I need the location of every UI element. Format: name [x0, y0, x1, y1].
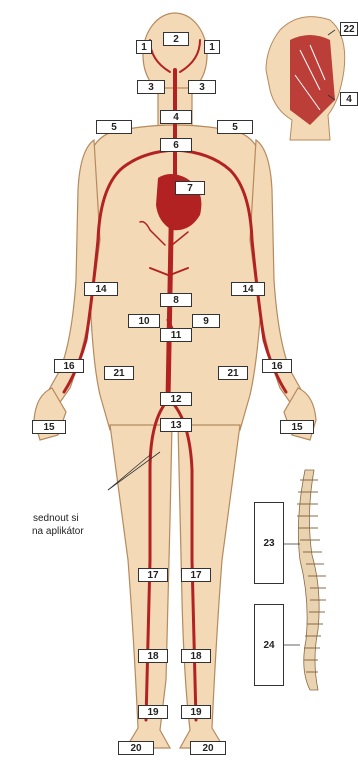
label-21-left: 21	[104, 366, 134, 380]
label-11: 11	[160, 328, 192, 342]
right-leg	[178, 425, 240, 748]
label-18-right: 18	[181, 649, 211, 663]
label-9: 9	[192, 314, 220, 328]
label-4-center: 4	[160, 110, 192, 124]
caption-line-2: na aplikátor	[32, 526, 84, 538]
label-23: 23	[254, 502, 284, 584]
label-4-side: 4	[340, 92, 358, 106]
label-13: 13	[160, 418, 192, 432]
label-12: 12	[160, 392, 192, 406]
label-22: 22	[340, 22, 358, 36]
label-1-left: 1	[136, 40, 152, 54]
label-24: 24	[254, 604, 284, 686]
label-5-left: 5	[96, 120, 132, 134]
label-14-right: 14	[231, 282, 265, 296]
spine	[297, 470, 326, 690]
label-21-right: 21	[218, 366, 248, 380]
label-3-right: 3	[188, 80, 216, 94]
label-5-right: 5	[217, 120, 253, 134]
label-8: 8	[160, 293, 192, 307]
label-17-left: 17	[138, 568, 168, 582]
label-7: 7	[175, 181, 205, 195]
left-leg	[110, 425, 172, 748]
label-3-left: 3	[137, 80, 165, 94]
label-1-right: 1	[204, 40, 220, 54]
label-17-right: 17	[181, 568, 211, 582]
caption-line-1: sednout si	[33, 513, 79, 525]
label-19-left: 19	[138, 705, 168, 719]
label-18-left: 18	[138, 649, 168, 663]
label-16-right: 16	[262, 359, 292, 373]
label-20-left: 20	[118, 741, 154, 755]
label-2: 2	[163, 32, 189, 46]
label-20-right: 20	[190, 741, 226, 755]
label-6: 6	[160, 138, 192, 152]
label-15-left: 15	[32, 420, 66, 434]
label-10: 10	[128, 314, 160, 328]
label-16-left: 16	[54, 359, 84, 373]
label-14-left: 14	[84, 282, 118, 296]
label-19-right: 19	[181, 705, 211, 719]
label-15-right: 15	[280, 420, 314, 434]
